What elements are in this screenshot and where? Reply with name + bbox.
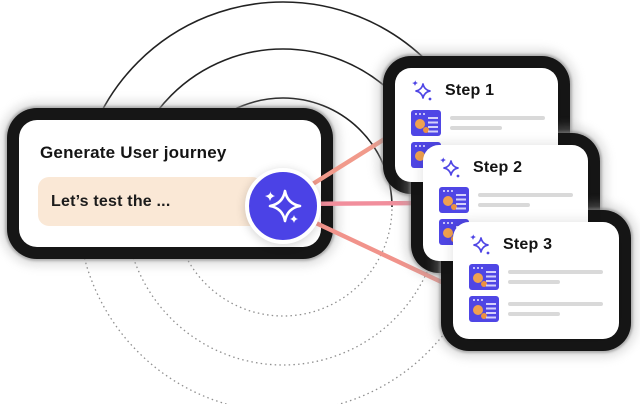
orange-dot-small [481, 313, 487, 319]
orange-dot [473, 305, 483, 315]
step3-row-1 [469, 264, 603, 290]
step-sparkle-icon [470, 234, 490, 255]
placeholder-bar [508, 312, 560, 316]
placeholder-bars [508, 302, 603, 322]
orange-dot [473, 273, 483, 283]
placeholder-bar [508, 270, 603, 274]
step2-row-1 [439, 187, 573, 213]
placeholder-bars [478, 193, 573, 213]
step2-header: Step 2 [438, 155, 522, 181]
placeholder-bars [450, 116, 545, 136]
orange-dot [443, 196, 453, 206]
placeholder-bar [478, 203, 530, 207]
text-lines [486, 271, 496, 287]
thumbnail-icon [469, 264, 499, 290]
ai-generate-button[interactable] [245, 168, 321, 244]
placeholder-bars [508, 270, 603, 290]
step2-label: Step 2 [473, 159, 523, 176]
step3-header: Step 3 [468, 232, 552, 258]
text-lines [428, 117, 438, 133]
orange-dot [415, 151, 425, 161]
orange-dot [415, 119, 425, 129]
thumbnail-icon [469, 296, 499, 322]
prompt-input-text: Let’s test the ... [51, 192, 171, 210]
step1-label: Step 1 [445, 82, 495, 99]
window-dots-icon [415, 145, 417, 147]
step-sparkle-icon [440, 157, 460, 178]
text-lines [486, 303, 496, 319]
step1-row-1 [411, 110, 545, 136]
step-sparkle-icon [412, 80, 432, 101]
placeholder-bar [508, 302, 603, 306]
prompt-card-title: Generate User journey [40, 143, 227, 162]
placeholder-bar [450, 126, 502, 130]
sparkles-icon [265, 189, 302, 223]
placeholder-bar [508, 280, 560, 284]
step1-header: Step 1 [410, 78, 494, 104]
window-dots-icon [443, 222, 445, 224]
placeholder-bar [478, 193, 573, 197]
step3-label: Step 3 [503, 236, 553, 253]
window-dots-icon [415, 113, 417, 115]
placeholder-bar [450, 116, 545, 120]
thumbnail-icon [411, 110, 441, 136]
window-dots-icon [443, 190, 445, 192]
step3-row-2 [469, 296, 603, 322]
window-dots-icon [473, 267, 475, 269]
text-lines [456, 194, 466, 210]
window-dots-icon [473, 299, 475, 301]
orange-dot-small [451, 204, 457, 210]
step-card-3: Step 3 [453, 222, 619, 339]
orange-dot-small [423, 127, 429, 133]
orange-dot-small [481, 281, 487, 287]
thumbnail-icon [439, 187, 469, 213]
orange-dot [443, 228, 453, 238]
prompt-input[interactable]: Let’s test the ... [38, 177, 263, 226]
